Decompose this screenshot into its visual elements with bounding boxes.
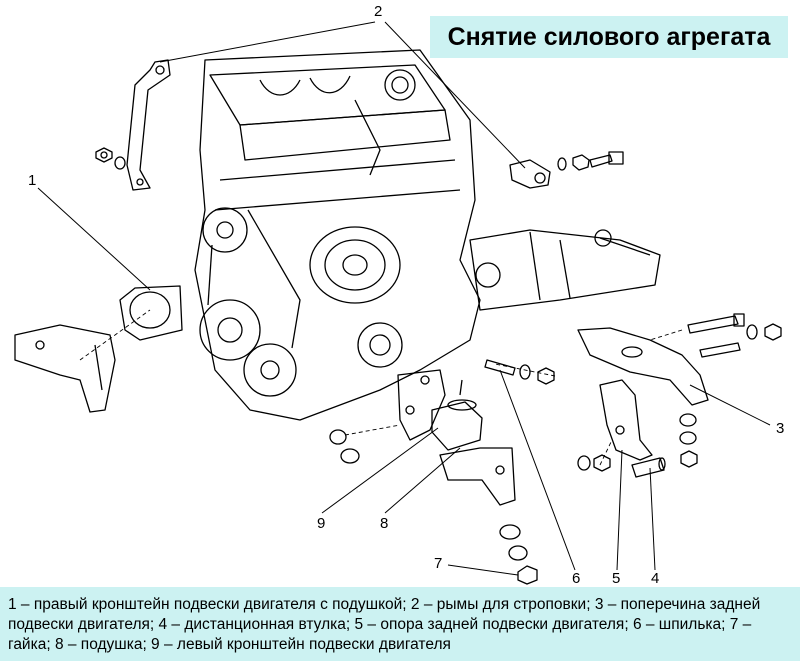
leader-lines: [37, 21, 771, 576]
callout-8: 8: [380, 515, 389, 532]
left-bracket: [329, 369, 446, 464]
alternator: [309, 226, 403, 368]
callout-5: 5: [612, 570, 621, 587]
callout-3: 3: [776, 420, 785, 437]
callout-4: 4: [651, 570, 660, 587]
lifting-eye-left: [95, 59, 171, 191]
stud: [484, 359, 555, 385]
callout-1: 1: [28, 172, 37, 189]
callout-2: 2: [374, 3, 383, 20]
caption-panel: 1 – правый кронштейн подвески двигателя …: [0, 587, 800, 661]
engine-cushion: [431, 379, 538, 585]
engine-exploded-drawing: [14, 21, 782, 585]
rear-support: [577, 379, 653, 472]
engine-block: [194, 49, 481, 421]
callout-6: 6: [572, 570, 581, 587]
callout-7: 7: [434, 555, 443, 572]
diagram-title: Снятие силового агрегата: [447, 22, 771, 51]
rear-crossmember: [577, 313, 782, 468]
gearbox: [469, 229, 661, 311]
timing-pulleys: [199, 207, 301, 397]
right-bracket-with-cushion: [14, 285, 183, 413]
lifting-eye-right: [509, 151, 624, 189]
caption-text: 1 – правый кронштейн подвески двигателя …: [8, 596, 761, 653]
title-banner: Снятие силового агрегата: [430, 16, 788, 58]
callout-9: 9: [317, 515, 326, 532]
spacer-sleeve: [631, 457, 666, 478]
